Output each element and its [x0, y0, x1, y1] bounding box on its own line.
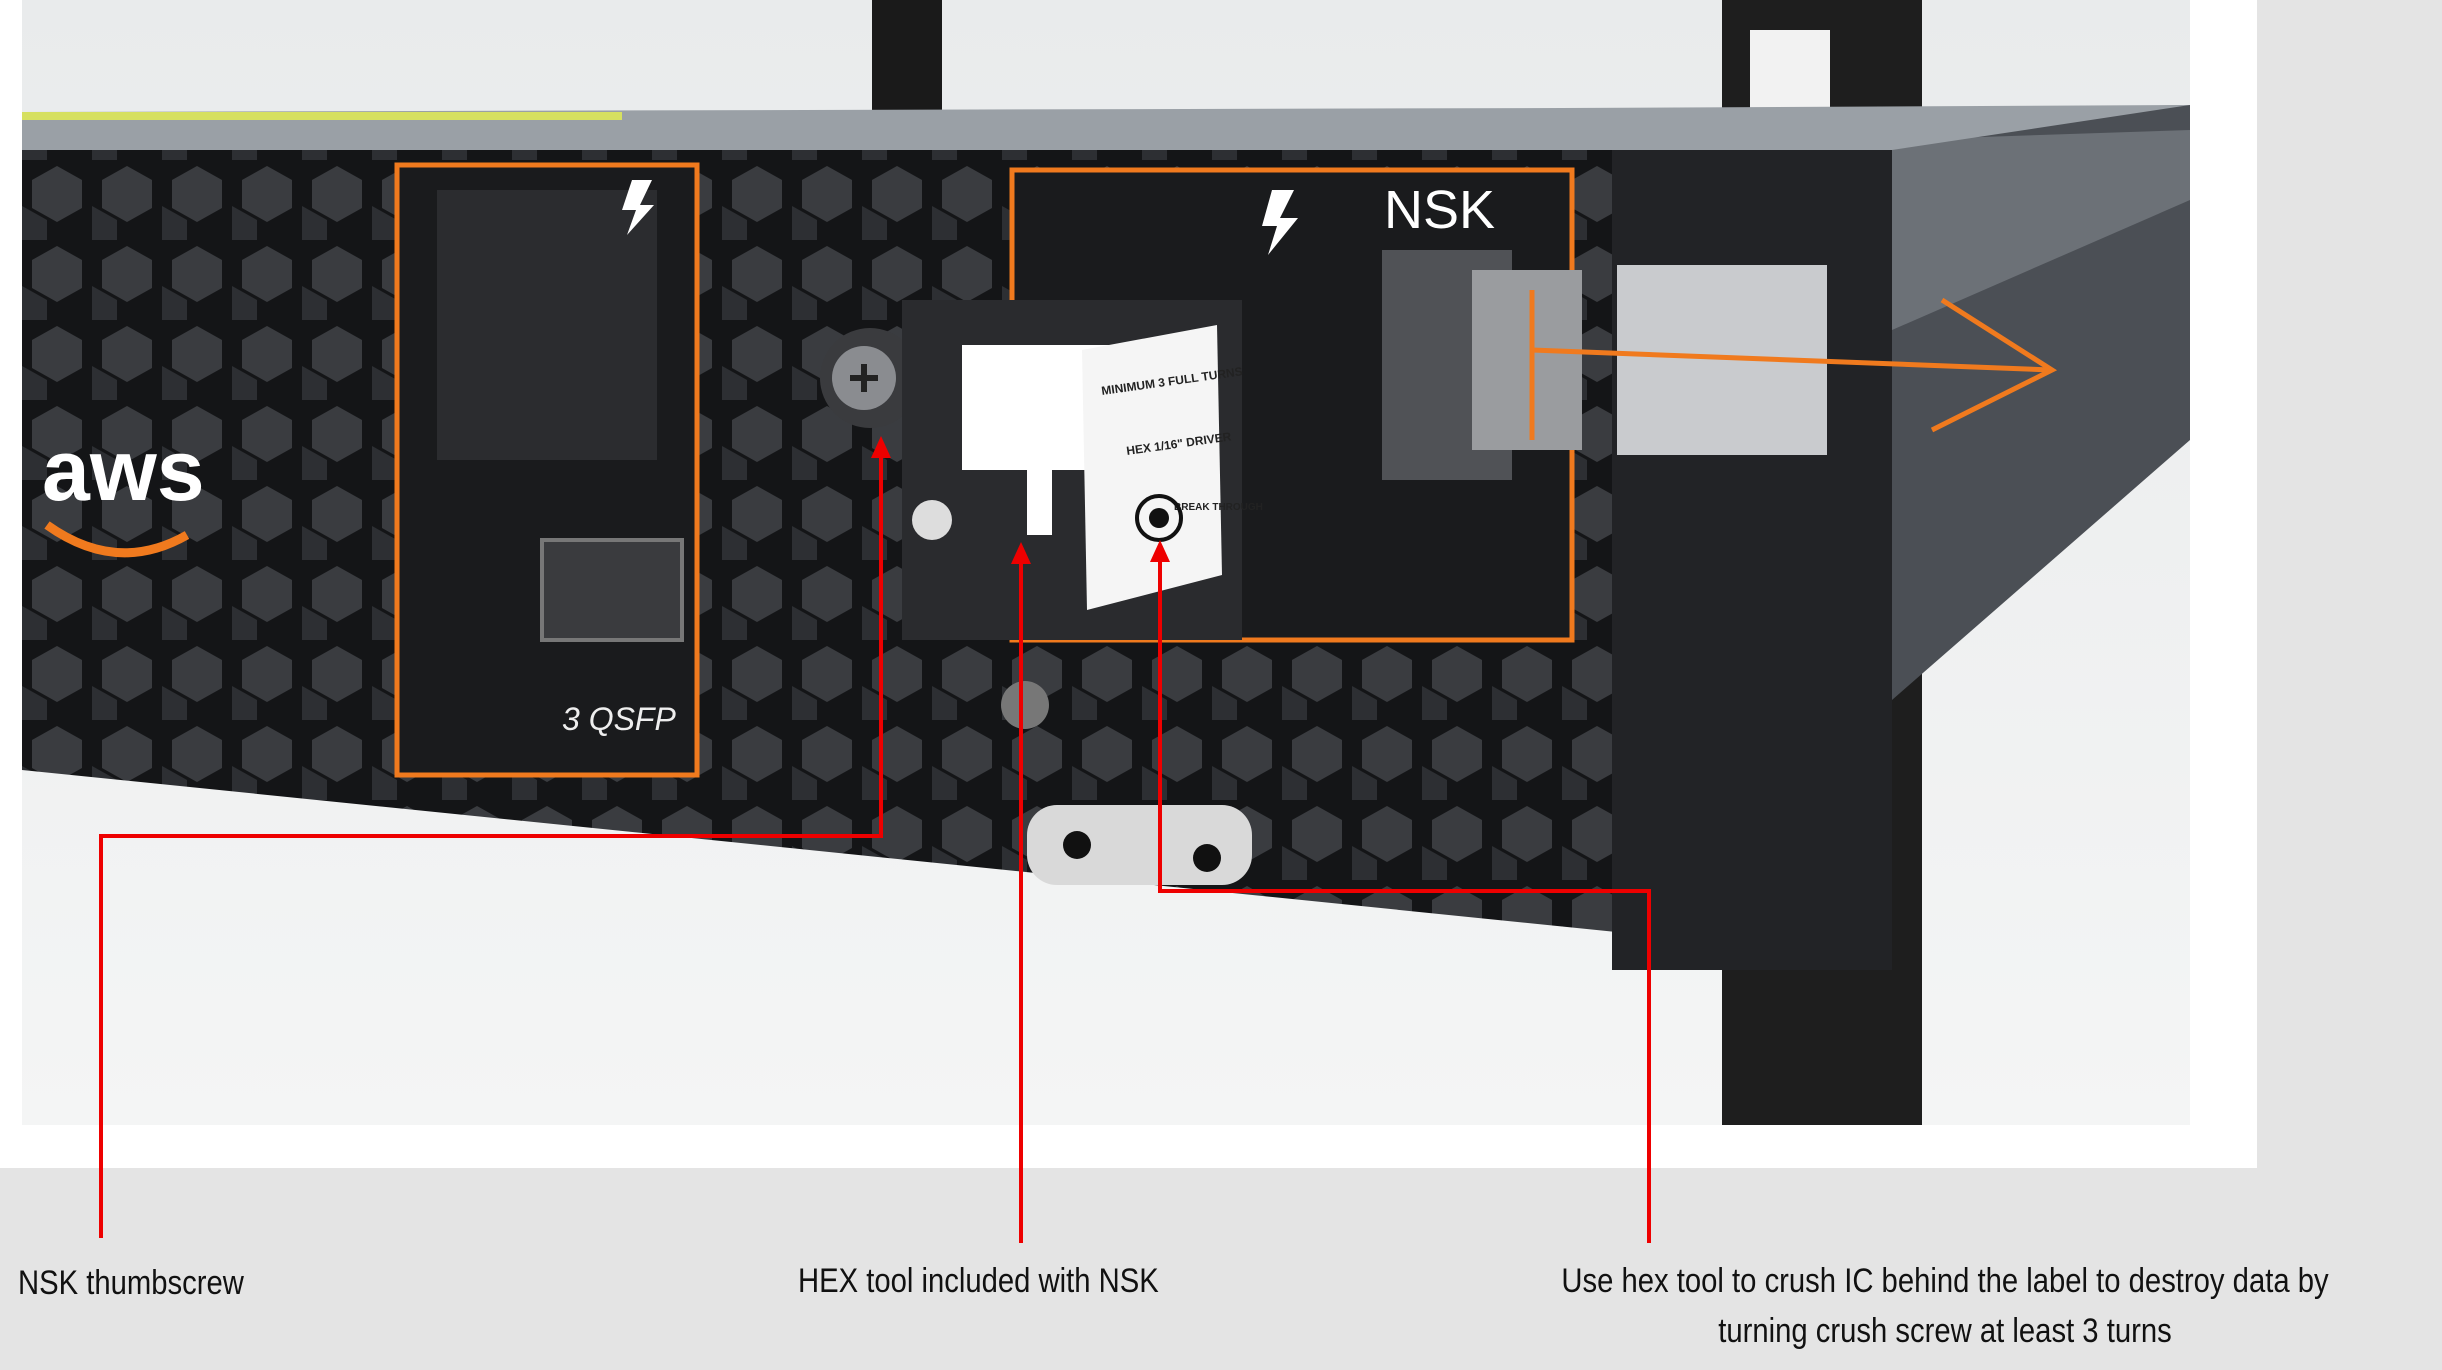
- lightning-icon: [1262, 190, 1298, 255]
- callout-hex-tool: HEX tool included with NSK: [798, 1262, 1159, 1300]
- callout-crush-instructions: Use hex tool to crush IC behind the labe…: [1515, 1256, 2375, 1356]
- server-photo: 3 QSFP NSK MINIMUM 3 FULL TURNS HEX 1/16…: [22, 0, 2190, 1125]
- callout-line-1: Use hex tool to crush IC behind the labe…: [1561, 1262, 2329, 1300]
- svg-text:BREAK THROUGH: BREAK THROUGH: [1174, 502, 1263, 513]
- callout-line-2: turning crush screw at least 3 turns: [1718, 1312, 2172, 1350]
- nsk-instruction-label: [1082, 325, 1222, 610]
- callout-nsk-thumbscrew: NSK thumbscrew: [18, 1264, 244, 1302]
- ground-lug: [1027, 805, 1252, 885]
- aws-logo: aws: [42, 423, 205, 519]
- crush-ic-label: [1472, 270, 1582, 450]
- qsfp-port: [540, 538, 684, 642]
- rack-post: [872, 0, 942, 110]
- qsfp-label: 3 QSFP: [562, 701, 676, 737]
- lightning-icon: [622, 180, 654, 235]
- nsk-label: NSK: [1384, 180, 1495, 240]
